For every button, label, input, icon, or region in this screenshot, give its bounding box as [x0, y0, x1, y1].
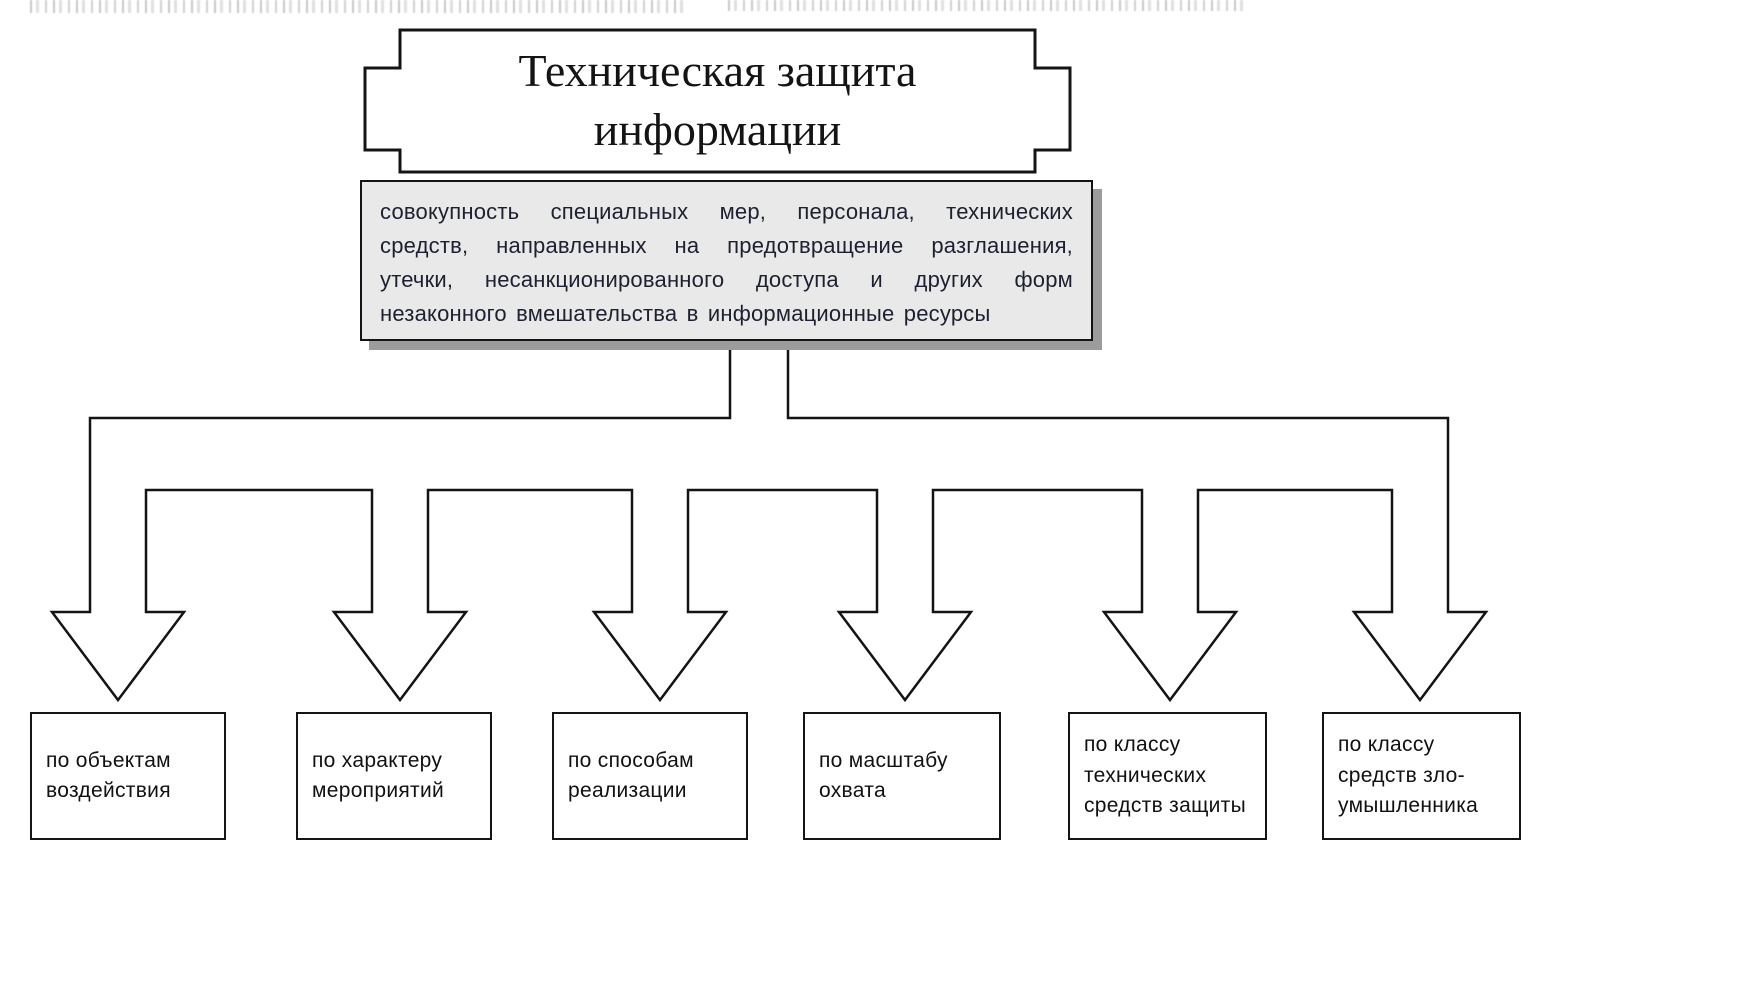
- cropped-text-artifact-right: [728, 0, 1243, 11]
- connector-tree: [49, 341, 1489, 703]
- category-label: по объектам воздействия: [46, 748, 171, 802]
- category-box-objects: по объектам воздействия: [30, 712, 226, 840]
- category-label: по классу технических средств защиты: [1084, 733, 1246, 818]
- category-box-protection-class: по классу технических средств защиты: [1068, 712, 1267, 840]
- definition-text: совокупность специальных мер, персонала,…: [380, 199, 1073, 327]
- category-box-scale: по масштабу охвата: [803, 712, 1001, 840]
- category-label: по характеру мероприятий: [312, 748, 445, 802]
- category-label: по способам реализации: [568, 748, 694, 802]
- category-box-measures: по характеру мероприятий: [296, 712, 492, 840]
- category-label: по масштабу охвата: [819, 748, 948, 802]
- diagram-title: Техническая защита информации: [518, 45, 917, 155]
- category-box-intruder-class: по классу средств зло-умышленника: [1322, 712, 1521, 840]
- category-label: по классу средств зло-умышленника: [1338, 733, 1479, 818]
- definition-box: совокупность специальных мер, персонала,…: [360, 180, 1093, 341]
- title-plaque-shape: [363, 28, 1072, 174]
- cropped-text-artifact-left: [30, 0, 685, 13]
- category-box-implementation: по способам реализации: [552, 712, 748, 840]
